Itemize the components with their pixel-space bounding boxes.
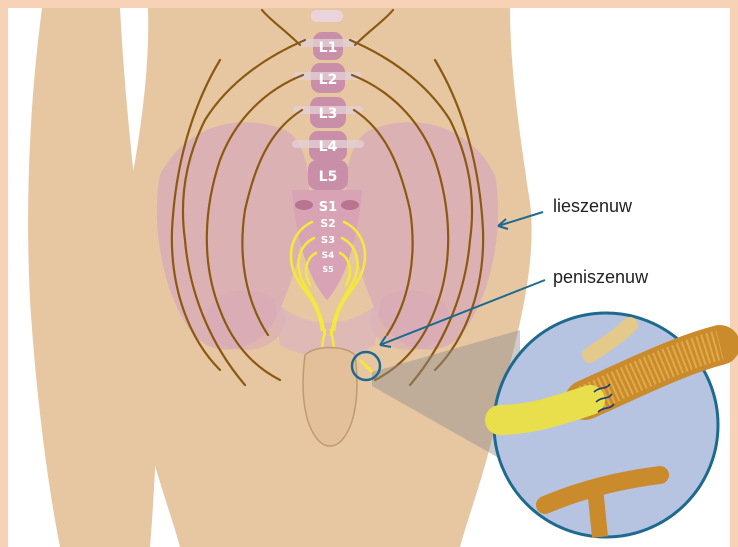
callout-label-groin-nerve: lieszenuw <box>553 196 633 216</box>
sacral-foramen-left <box>295 200 313 210</box>
label-s1: S1 <box>319 200 337 215</box>
label-l1: L1 <box>319 40 338 56</box>
label-l2: L2 <box>319 72 338 88</box>
label-s2: S2 <box>320 217 336 230</box>
label-l5: L5 <box>319 169 338 185</box>
lower-nerve-stem <box>595 488 600 537</box>
label-s3: S3 <box>321 235 335 246</box>
label-l4: L4 <box>319 139 338 155</box>
nerve-repair-magnifier <box>494 313 720 537</box>
label-s4: S4 <box>322 251 335 261</box>
callout-label-penile-nerve: peniszenuw <box>553 267 649 287</box>
sacral-foramen-right <box>341 200 359 210</box>
label-s5: S5 <box>322 265 334 274</box>
thoracic-vertebra <box>311 10 343 22</box>
label-l3: L3 <box>319 106 338 122</box>
